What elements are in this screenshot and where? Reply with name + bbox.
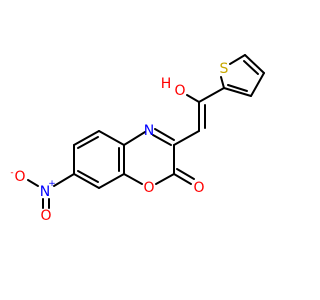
atom-symbol: O — [143, 180, 154, 196]
bond-th-s-c5 — [229, 54, 246, 65]
atom-symbol: O — [14, 169, 25, 185]
bond-n4-c3-b — [152, 134, 172, 146]
atom-h-hydroxyl: H — [161, 76, 172, 92]
atom-n4: N — [144, 123, 154, 139]
nitro-n-charge: + — [48, 179, 56, 189]
bond-c7-c8 — [73, 173, 100, 189]
bond-th-c2-s — [220, 76, 225, 89]
bond-c5-c6-inner — [77, 136, 99, 149]
nitro-o-charge: - — [10, 168, 13, 178]
atom-o-nitro-bottom: O — [40, 208, 51, 224]
atom-symbol: H — [161, 76, 172, 92]
atom-symbol: S — [220, 61, 229, 77]
atom-o-hydroxyl: O — [174, 83, 185, 99]
atom-symbol: O — [40, 208, 51, 224]
bond-c8a-c5 — [98, 130, 125, 146]
atom-labels: N O O H O S N + O - O — [10, 61, 228, 224]
bond-th-c5-c4-inner — [243, 60, 259, 75]
atom-symbol: N — [40, 184, 50, 200]
atom-s-thiophene: S — [220, 61, 229, 77]
bond-c8-c4a — [98, 173, 125, 189]
bond-c3-vinyl — [173, 130, 200, 146]
bond-c5-c6 — [73, 130, 100, 146]
bond-th-c3-c2 — [223, 87, 252, 97]
atom-o-carbonyl: O — [193, 180, 204, 196]
bond-enol-thiophene — [198, 87, 225, 103]
atom-symbol: O — [193, 180, 204, 196]
bond-o1-c4a — [123, 173, 143, 185]
bond-th-c5-c4 — [244, 54, 265, 74]
bond-th-c3-c2-inner — [227, 84, 248, 92]
bond-c2-o-carbonyl-b — [176, 168, 195, 180]
bond-th-c4-c3 — [250, 72, 265, 97]
bond-c2-o1 — [155, 173, 175, 185]
atom-o1: O — [143, 180, 154, 196]
bond-c7-c8-inner — [77, 170, 99, 183]
bond-c8a-n4 — [123, 131, 146, 146]
atom-n-nitro: N + — [40, 179, 56, 200]
bond-n-o-nitro-top — [27, 179, 39, 187]
bond-enol-oh — [186, 94, 200, 103]
atom-symbol: O — [174, 83, 185, 99]
bonds — [27, 54, 265, 209]
atom-o-nitro-top: O - — [10, 168, 25, 185]
bond-c2-o-carbonyl-a — [173, 173, 192, 185]
molecule-structure: N O O H O S N + O - O — [10, 54, 265, 224]
structure-canvas: N O O H O S N + O - O — [10, 54, 265, 224]
bond-n4-c3-a — [154, 128, 175, 141]
atom-symbol: N — [144, 123, 154, 139]
bond-c7-n-nitro — [53, 173, 75, 187]
